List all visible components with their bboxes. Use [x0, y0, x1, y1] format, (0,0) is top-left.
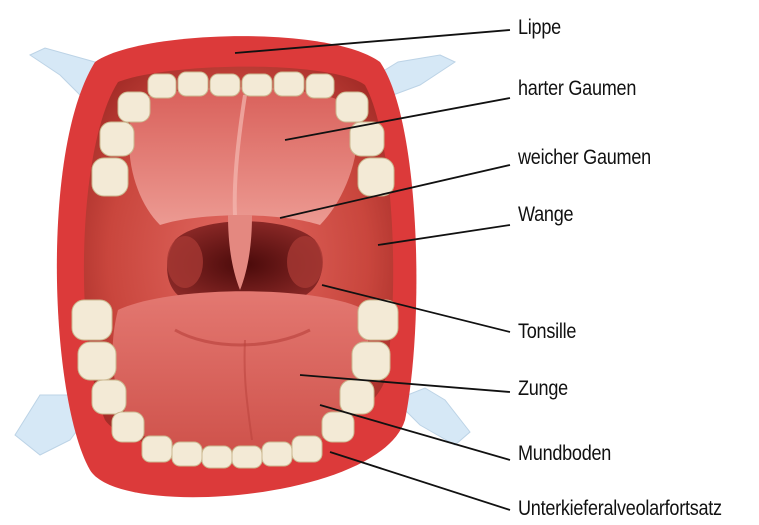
tonsil-left [167, 236, 203, 288]
label-tonsille: Tonsille [518, 320, 576, 344]
label-lippe: Lippe [518, 16, 561, 40]
label-mundboden: Mundboden [518, 442, 611, 466]
label-unterkieferalveolarfortsatz: Unterkieferalveolarfortsatz [518, 497, 722, 521]
label-weicher-gaumen: weicher Gaumen [518, 146, 651, 170]
tonsil-right [287, 236, 323, 288]
label-wange: Wange [518, 203, 573, 227]
leader-line-unterkieferalveolarfortsatz [330, 452, 510, 510]
label-zunge: Zunge [518, 377, 568, 401]
label-harter-gaumen: harter Gaumen [518, 77, 636, 101]
